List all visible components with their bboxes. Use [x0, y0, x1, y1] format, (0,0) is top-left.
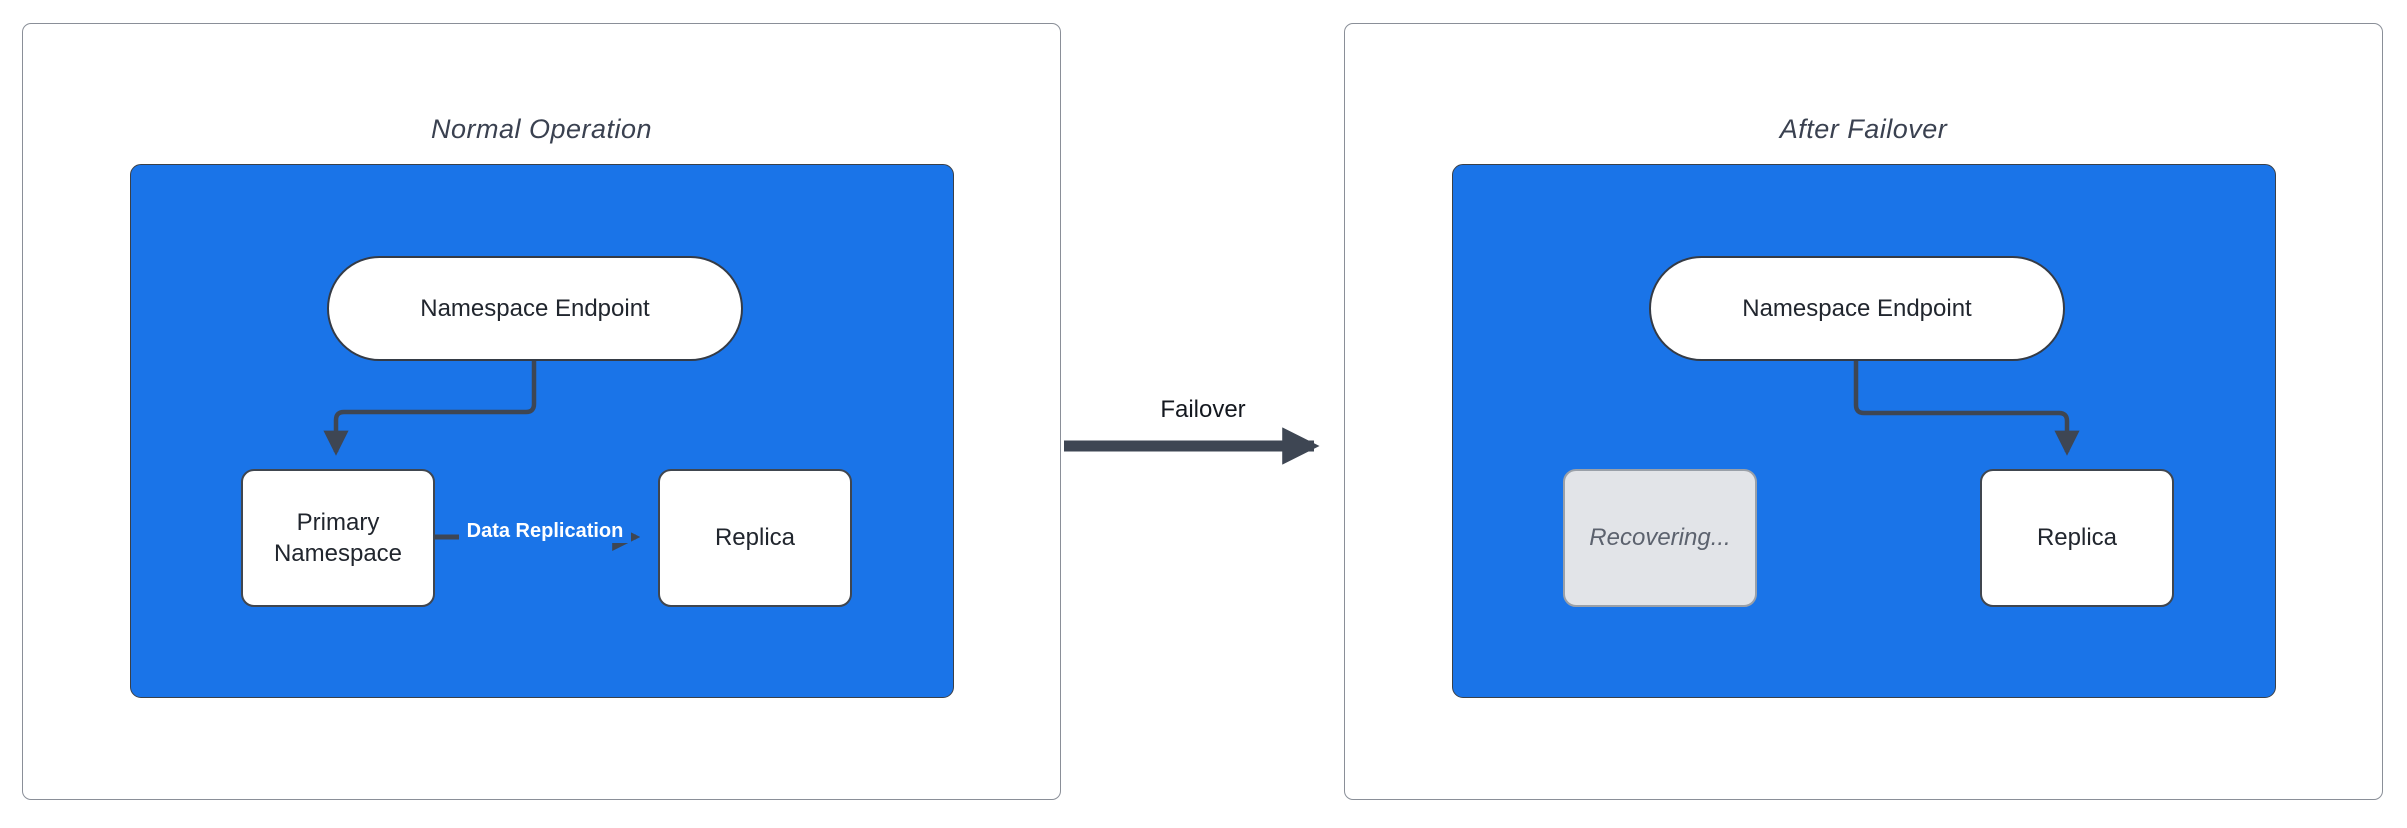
edge-label-data-replication: Data Replication: [459, 520, 631, 543]
node-recovering: Recovering...: [1563, 469, 1757, 607]
node-label: Namespace Endpoint: [420, 294, 650, 322]
panel-normal-operation: Normal Operation Namespace Endpoint Prim…: [22, 23, 1061, 800]
panel-after-failover: After Failover Namespace Endpoint Recove…: [1344, 23, 2383, 800]
node-label: Replica: [2036, 524, 2118, 552]
node-label: Primary Namespace: [273, 508, 403, 567]
node-label: Replica: [714, 524, 796, 552]
node-replica-normal: Replica: [658, 469, 852, 607]
node-replica-failover: Replica: [1980, 469, 2174, 607]
node-primary-namespace: Primary Namespace: [241, 469, 435, 607]
panel-title-after-failover: After Failover: [1779, 114, 1948, 144]
namespace-container-failover: Namespace Endpoint Recovering... Replica: [1452, 164, 2276, 698]
panel-title-normal-operation: Normal Operation: [430, 114, 653, 144]
node-namespace-endpoint-failover: Namespace Endpoint: [1649, 256, 2065, 361]
namespace-container-normal: Namespace Endpoint Primary Namespace Rep…: [130, 164, 954, 698]
node-label: Recovering...: [1589, 524, 1731, 552]
edge-label-failover: Failover: [1160, 396, 1246, 423]
node-label: Namespace Endpoint: [1742, 294, 1972, 322]
node-namespace-endpoint-normal: Namespace Endpoint: [327, 256, 743, 361]
